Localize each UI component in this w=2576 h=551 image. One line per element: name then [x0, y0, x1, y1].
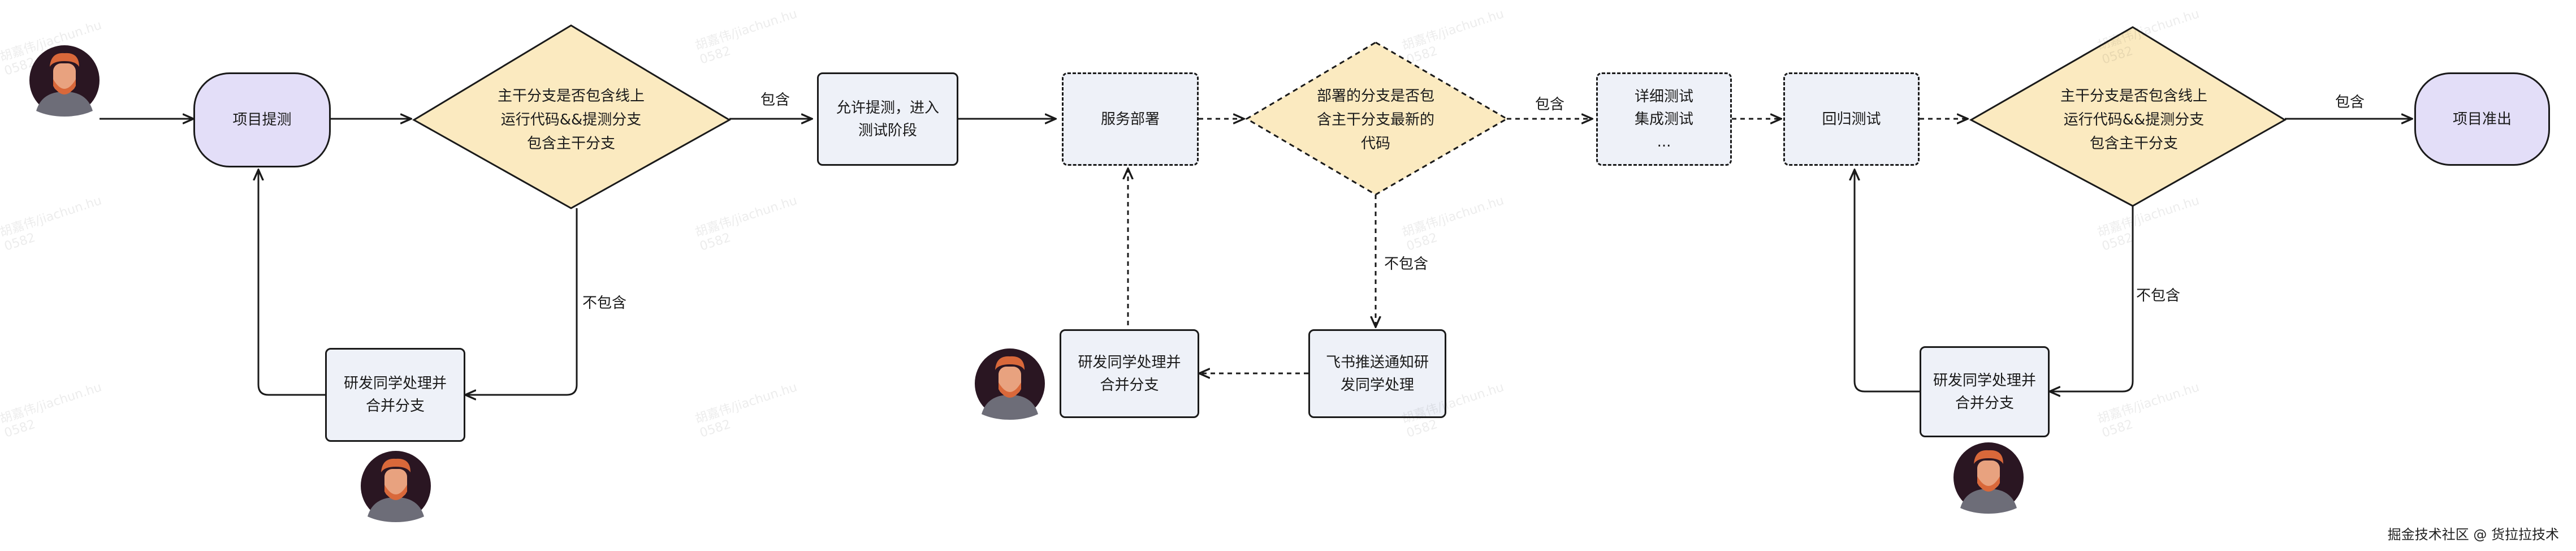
edge-label-notcontain-3: 不包含 [2136, 287, 2181, 304]
node-feishu-notify[interactable]: 飞书推送通知研 发同学处理 [1308, 329, 1446, 418]
node-allow-testing[interactable]: 允许提测，进入 测试阶段 [817, 72, 958, 166]
decision-2-label: 部署的分支是否包 含主干分支最新的 代码 [1316, 88, 1434, 152]
avatar-icon [975, 348, 1045, 420]
edge-label-contain-2: 包含 [1535, 96, 1565, 113]
decision-2-shape [1245, 41, 1509, 196]
decision-1-label: 主干分支是否包含线上 运行代码&&提测分支 包含主干分支 [497, 88, 645, 152]
node-fix-merge-3[interactable]: 研发同学处理并 合并分支 [1920, 346, 2050, 437]
edge-label-contain-1: 包含 [760, 92, 790, 109]
edge-label-notcontain-1: 不包含 [582, 295, 627, 312]
decision-3-label: 主干分支是否包含线上 运行代码&&提测分支 包含主干分支 [2060, 88, 2207, 152]
node-fix-merge-1[interactable]: 研发同学处理并 合并分支 [325, 348, 465, 442]
footer-credit: 掘金技术社区 @ 货拉拉技术 [2387, 527, 2559, 543]
node-detail-testing[interactable]: 详细测试 集成测试 ... [1596, 72, 1732, 166]
edge-decision3-notcontain [2050, 206, 2134, 391]
decision-3-shape [1969, 26, 2287, 207]
node-project-submit[interactable]: 项目提测 [193, 72, 331, 167]
edge-label-notcontain-2: 不包含 [1384, 256, 1429, 273]
edge-fix1-to-submit [258, 170, 325, 396]
node-service-deploy[interactable]: 服务部署 [1062, 72, 1199, 166]
decision-1-shape [412, 24, 732, 209]
edge-decision1-notcontain [465, 208, 578, 395]
avatar-icon [1953, 442, 2024, 514]
avatar-icon [361, 451, 431, 522]
node-fix-merge-2[interactable]: 研发同学处理并 合并分支 [1060, 329, 1199, 418]
edge-label-contain-3: 包含 [2335, 94, 2365, 111]
edge-fix3-to-regression [1855, 170, 1920, 393]
decisions [412, 24, 2287, 209]
node-regression-testing[interactable]: 回归测试 [1783, 72, 1920, 166]
avatar-icon [29, 45, 100, 117]
node-project-release[interactable]: 项目准出 [2414, 72, 2550, 166]
